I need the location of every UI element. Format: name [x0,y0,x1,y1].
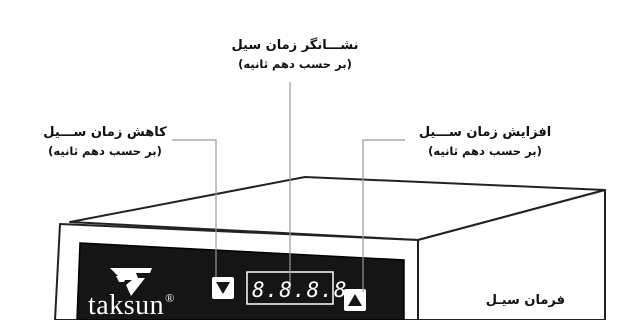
seal-command-title: فرمان سیـل [485,293,565,308]
increase-button[interactable] [344,289,366,311]
increase-label: افزایش زمان ســـیل (بر حسب دهم ثانیه) [405,124,565,160]
display-digits: 8.8.8.8 [252,278,348,302]
leader-line-increase [362,139,405,292]
decrease-label: کاهش زمان ســـیل (بر حسب دهم ثانیه) [30,124,180,160]
leader-line-decrease [172,139,217,277]
display-label-title: نشـــانگر زمان سیل [231,38,359,53]
increase-label-title: افزایش زمان ســـیل [418,125,552,140]
taksun-logo-icon [110,268,152,296]
brand-name: taksun [88,290,165,321]
decrease-label-title: کاهش زمان ســـیل [43,125,167,140]
triangle-down-icon [216,282,230,294]
seal-command-label: فرمان سیـل [445,292,565,310]
registered-mark: ® [165,291,175,305]
decrease-label-sub: (بر حسب دهم ثانیه) [48,144,162,158]
triangle-up-icon [348,294,362,306]
decrease-button[interactable] [212,277,234,299]
increase-label-sub: (بر حسب دهم ثانیه) [428,144,542,158]
control-panel [76,242,405,320]
display-label: نشـــانگر زمان سیل (بر حسب دهم ثانیه) [225,37,365,73]
display-label-sub: (بر حسب دهم ثانیه) [238,57,352,71]
brand-logo-text: taksun® [88,290,175,322]
